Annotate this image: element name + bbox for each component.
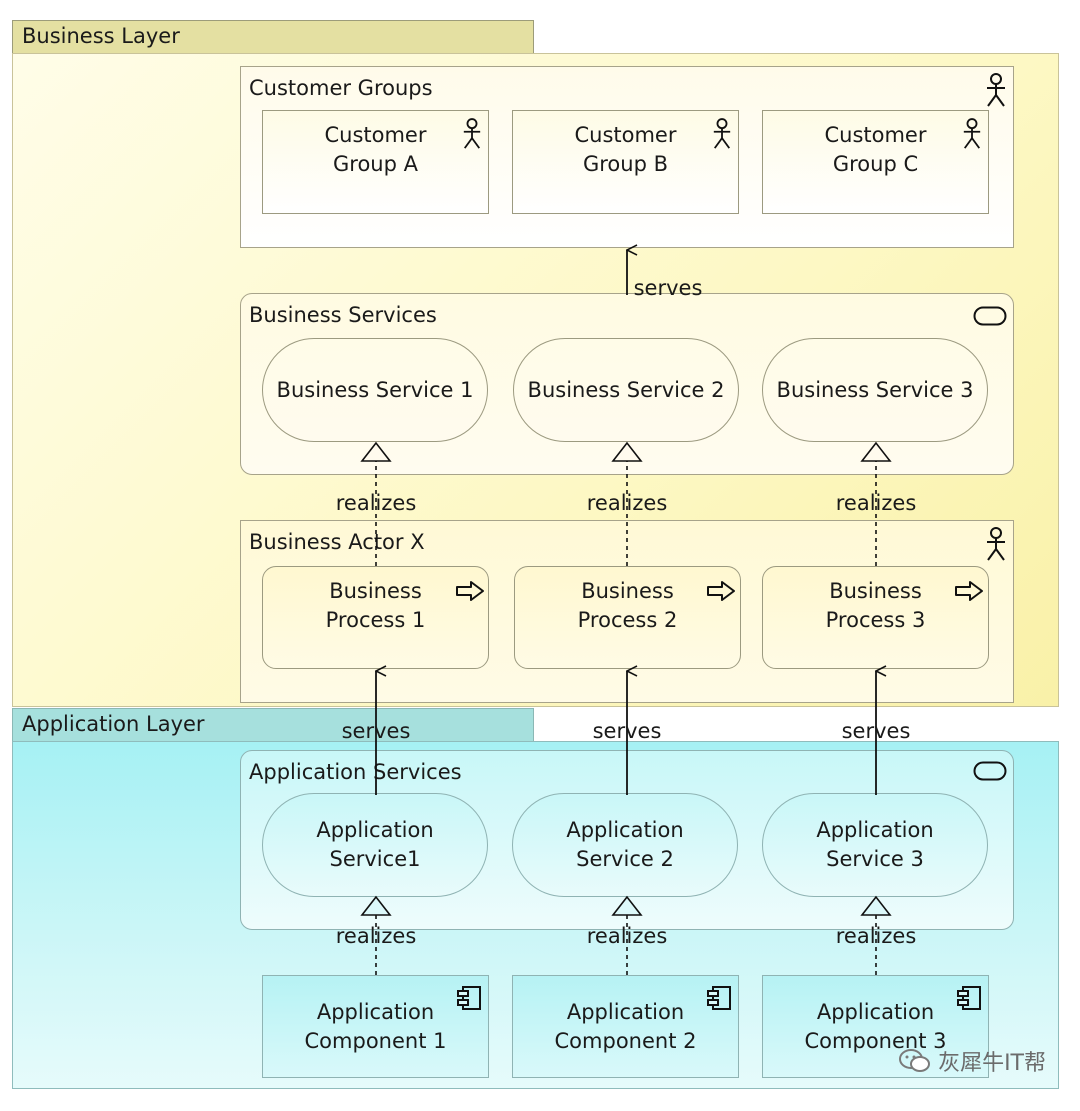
- wechat-icon: [899, 1049, 931, 1072]
- watermark: 灰犀牛IT帮: [898, 1045, 1046, 1077]
- watermark-text: 灰犀牛IT帮: [938, 1051, 1046, 1076]
- actor-icon: [963, 118, 981, 149]
- customer-groups-label: Customer Groups: [249, 76, 433, 100]
- realizes-label: realizes: [335, 491, 417, 515]
- serves-label: serves: [633, 276, 703, 300]
- serves-label: serves: [341, 719, 411, 743]
- business-services-label: Business Services: [249, 303, 437, 327]
- actor-icon: [713, 118, 731, 149]
- business-actor-label: Business Actor X: [249, 530, 425, 554]
- actor-icon: [987, 527, 1005, 561]
- business-service-3[interactable]: Business Service 3: [762, 338, 988, 442]
- realizes-process-to-service[interactable]: [360, 441, 892, 566]
- component-icon: [707, 986, 731, 1010]
- serves-app-to-process[interactable]: [376, 671, 876, 795]
- customer-group-b[interactable]: Customer Group B: [512, 110, 739, 214]
- customer-group-a[interactable]: Customer Group A: [262, 110, 489, 214]
- serves-label: serves: [592, 719, 662, 743]
- service-icon: [973, 761, 1007, 781]
- application-component-2[interactable]: Application Component 2: [512, 975, 739, 1078]
- actor-icon: [987, 73, 1005, 107]
- actor-icon: [463, 118, 481, 149]
- realizes-component-to-service[interactable]: [360, 895, 892, 975]
- business-process-1[interactable]: Business Process 1: [262, 566, 489, 669]
- application-layer-label: Application Layer: [12, 708, 534, 742]
- business-service-1[interactable]: Business Service 1: [262, 338, 488, 442]
- application-service-2[interactable]: Application Service 2: [512, 793, 738, 897]
- process-arrow-icon: [955, 581, 983, 601]
- realizes-label: realizes: [835, 924, 917, 948]
- realizes-label: realizes: [835, 491, 917, 515]
- process-arrow-icon: [456, 581, 484, 601]
- process-arrow-icon: [707, 581, 735, 601]
- business-process-2[interactable]: Business Process 2: [514, 566, 741, 669]
- realizes-label: realizes: [335, 924, 417, 948]
- application-service-3[interactable]: Application Service 3: [762, 793, 988, 897]
- application-component-1[interactable]: Application Component 1: [262, 975, 489, 1078]
- business-layer-label: Business Layer: [12, 20, 534, 54]
- serves-label: serves: [841, 719, 911, 743]
- application-service-1[interactable]: Application Service1: [262, 793, 488, 897]
- component-icon: [457, 986, 481, 1010]
- customer-group-c[interactable]: Customer Group C: [762, 110, 989, 214]
- service-icon: [973, 306, 1007, 326]
- realizes-label: realizes: [586, 491, 668, 515]
- application-services-label: Application Services: [249, 760, 462, 784]
- component-icon: [957, 986, 981, 1010]
- application-component-3[interactable]: Application Component 3: [762, 975, 989, 1078]
- business-process-3[interactable]: Business Process 3: [762, 566, 989, 669]
- business-service-2[interactable]: Business Service 2: [513, 338, 739, 442]
- realizes-label: realizes: [586, 924, 668, 948]
